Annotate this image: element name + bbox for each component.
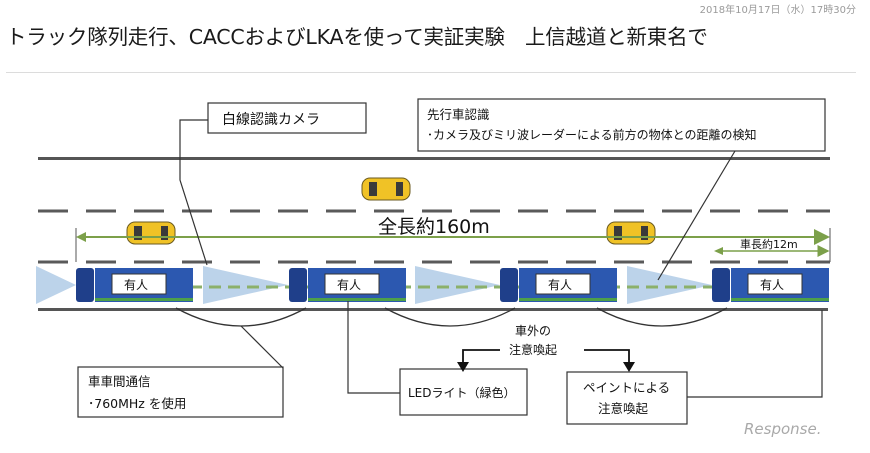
- sensor-cone: [627, 266, 712, 304]
- header-divider: [6, 72, 856, 73]
- truck-icon: 有人: [712, 268, 829, 302]
- truck-icon: 有人: [500, 268, 617, 302]
- warning-label-line1: 車外の: [515, 324, 551, 338]
- truck-icon: 有人: [76, 268, 193, 302]
- sensor-cone: [415, 266, 500, 304]
- warning-arrow-left: [462, 349, 500, 364]
- v2v-arc: [384, 307, 516, 327]
- road-edge-bottom: [38, 308, 828, 311]
- paint-callout-leader: [687, 310, 823, 398]
- yellow-car-icon: [126, 221, 176, 245]
- warning-arrow-right: [584, 349, 630, 364]
- sensor-cone: [203, 266, 288, 304]
- lead-vehicle-callout-box: [417, 98, 826, 152]
- led-callout-label: LEDライト（緑色）: [408, 385, 516, 400]
- truck-label: 有人: [337, 278, 361, 292]
- article-timestamp: 2018年10月17日（水）17時30分: [699, 5, 856, 16]
- truck-label: 有人: [548, 278, 572, 292]
- camera-callout-label: 白線認識カメラ: [222, 112, 320, 128]
- v2v-callout-title: 車車間通信: [88, 374, 151, 389]
- v2v-callout-box: [77, 366, 284, 418]
- total-length-label: 全長約160m: [378, 216, 490, 238]
- v2v-arc: [596, 307, 728, 327]
- article-headline: トラック隊列走行、CACCおよびLKAを使って実証実験 上信越道と新東名で: [6, 25, 708, 49]
- response-watermark-logo: Response.: [744, 420, 821, 438]
- v2v-callout-leader: [240, 325, 284, 369]
- lead-vehicle-callout-title: 先行車認識: [427, 107, 490, 122]
- paint-callout-box: [566, 371, 688, 425]
- v2v-callout-body: ･760MHz を使用: [88, 396, 186, 411]
- paint-callout-line1: ペイントによる: [583, 380, 670, 395]
- paint-callout-line2: 注意喚起: [598, 401, 649, 416]
- camera-callout-box: [207, 102, 367, 134]
- truck-label: 有人: [760, 278, 784, 292]
- lead-vehicle-callout-body: ･カメラ及びミリ波レーダーによる前方の物体との距離の検知: [427, 127, 757, 142]
- yellow-car-icon: [606, 221, 656, 245]
- truck-label: 有人: [124, 278, 148, 292]
- warning-label-line2: 注意喚起: [509, 342, 557, 357]
- road-edge-top: [38, 157, 830, 160]
- sensor-cone: [36, 266, 76, 304]
- vehicle-length-label: 車長約12m: [740, 237, 798, 251]
- led-callout-leader: [347, 301, 400, 394]
- yellow-car-icon: [361, 177, 411, 201]
- truck-icon: 有人: [289, 268, 406, 302]
- camera-callout-leader: [179, 119, 208, 266]
- lead-vehicle-callout-leader: [657, 150, 736, 281]
